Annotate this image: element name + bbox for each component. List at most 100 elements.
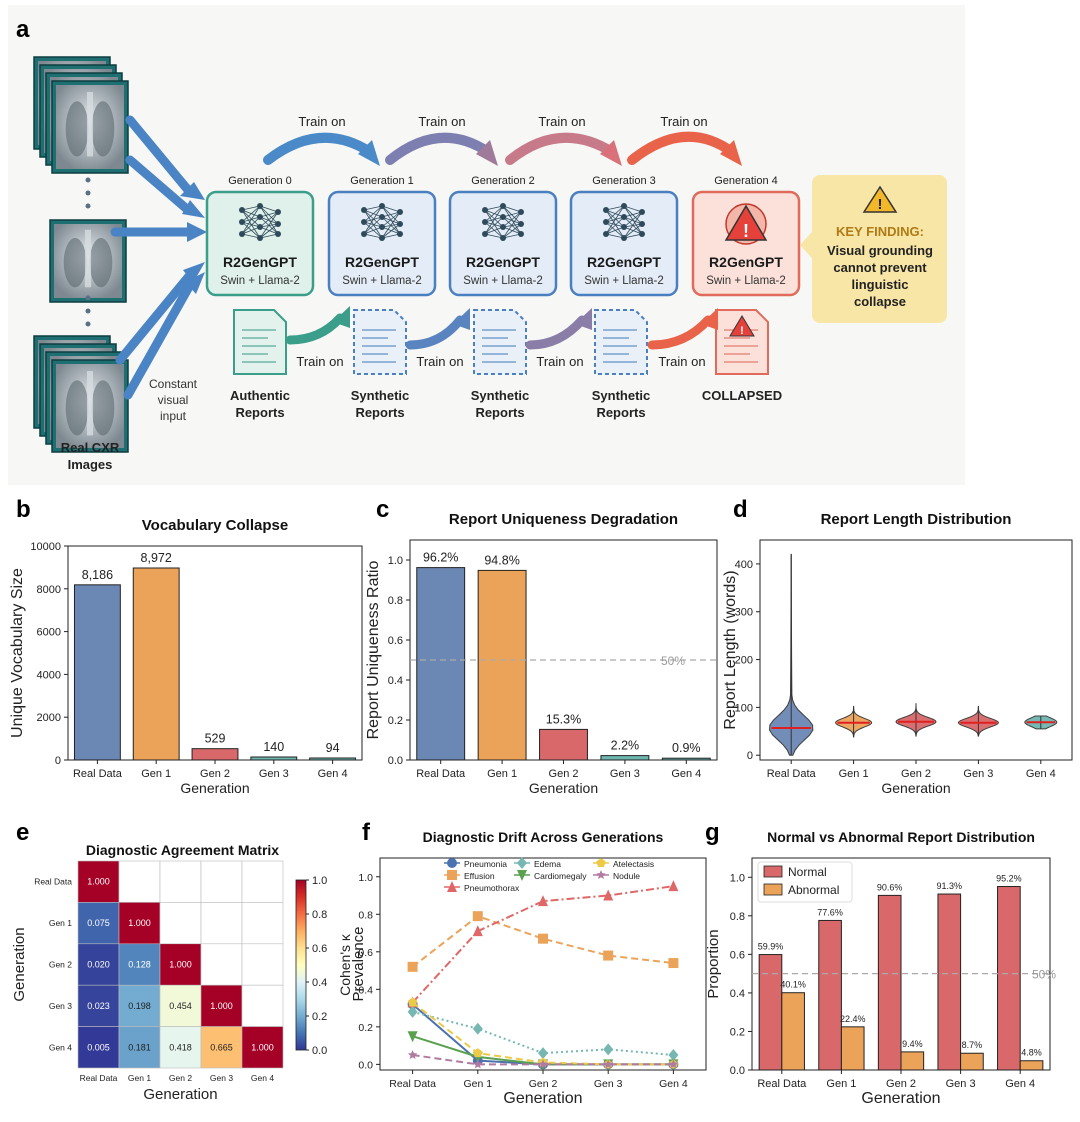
data-point	[447, 858, 457, 868]
data-point	[447, 870, 457, 880]
nn-link	[502, 205, 522, 213]
nn-link	[484, 233, 504, 239]
data-point	[603, 1059, 613, 1069]
heatmap-cell	[241, 984, 284, 1027]
nn-link	[363, 205, 383, 235]
nn-link	[623, 223, 643, 239]
input-arrowheads	[180, 182, 207, 294]
y-tick-label: 100	[735, 702, 753, 714]
colorbar-tick-label: 0.6	[312, 943, 327, 955]
xray-spine	[86, 371, 94, 436]
data-point	[407, 1049, 418, 1060]
heatmap-cell	[77, 984, 120, 1027]
legend-label: Cardiomegaly	[534, 871, 587, 881]
nn-link	[363, 209, 383, 239]
top-train-arrows	[263, 131, 737, 165]
bar-value-label: 90.6%	[877, 882, 903, 892]
bar-normal	[818, 919, 842, 1071]
heatmap-cell-label: 1.000	[87, 877, 110, 887]
generation-box-frame	[569, 190, 679, 297]
data-point	[407, 961, 418, 972]
svg-text:!: !	[878, 196, 883, 213]
data-point	[538, 1059, 548, 1069]
x-tick-label: Gen 2	[529, 1078, 558, 1090]
warning-icon	[724, 204, 768, 241]
bar-value-label: 2.2%	[611, 739, 640, 753]
chart-title: Diagnostic Agreement Matrix	[86, 842, 279, 858]
nn-link	[363, 209, 383, 228]
x-axis-label: Generation	[881, 780, 950, 796]
heatmap-cell	[118, 860, 161, 903]
heatmap-cell	[241, 902, 284, 945]
nn-node	[379, 214, 385, 220]
input-arrows	[110, 115, 195, 400]
data-point	[668, 958, 679, 969]
bar-abnormal	[1019, 1060, 1044, 1071]
nn-link	[623, 205, 643, 213]
nn-node	[639, 231, 645, 237]
heatmap-cell	[241, 860, 284, 903]
nn-node	[603, 219, 609, 225]
x-tick-label: Gen 4	[1026, 768, 1056, 780]
nn-node	[482, 207, 488, 213]
nn-node	[500, 224, 506, 230]
x-tick-label: Gen 1	[487, 768, 517, 780]
document-icon	[473, 309, 527, 375]
top-train-label-2: Train on	[418, 114, 465, 129]
bar-value-label: 96.2%	[423, 551, 458, 565]
heatmap-cell-label: 1.000	[128, 918, 151, 928]
y-tick-label: 6000	[37, 627, 61, 639]
data-point	[668, 1048, 679, 1061]
nn-link	[502, 205, 522, 225]
bar-normal	[937, 893, 962, 1071]
nn-node	[639, 221, 645, 227]
neural-network-icon	[239, 203, 281, 241]
x-axis-label: Generation	[861, 1090, 940, 1107]
x-tick-label: Gen 4	[659, 1078, 688, 1090]
x-tick-label: Real Data	[757, 1078, 807, 1090]
nn-link	[363, 205, 383, 211]
nn-link	[623, 216, 643, 225]
bar-value-label: 40.1%	[780, 980, 806, 990]
bar-normal	[758, 954, 783, 1071]
bar	[477, 569, 527, 761]
x-axis-label: Generation	[180, 780, 249, 796]
heatmap-cell-label: 1.000	[169, 960, 192, 970]
reference-line-label: 50%	[661, 654, 685, 668]
series-effusion	[407, 911, 679, 972]
heatmap-row-label: Gen 4	[49, 1042, 72, 1052]
heatmap-cell	[159, 1026, 202, 1069]
nn-node	[482, 231, 488, 237]
data-point	[473, 1048, 483, 1058]
y-tick-label: 1.0	[388, 555, 403, 567]
bar	[191, 748, 239, 761]
reference-line-label: 50%	[1032, 968, 1056, 982]
nn-node	[639, 209, 645, 215]
neural-network-icon	[603, 203, 645, 241]
chart-title: Normal vs Abnormal Report Distribution	[767, 829, 1035, 845]
legend-swatch	[763, 865, 783, 878]
data-point	[407, 1005, 418, 1018]
panel-letter-a: a	[16, 16, 30, 43]
model-name: R2GenGPT	[709, 254, 783, 270]
series-nodule	[407, 1049, 679, 1069]
bar-abnormal	[781, 992, 805, 1071]
bar-abnormal	[960, 1052, 984, 1071]
panel-letter-b: b	[16, 496, 31, 523]
report-label-line1: Authentic	[230, 388, 290, 403]
x-tick-label: Gen 3	[963, 768, 993, 780]
warning-icon	[862, 185, 898, 213]
chart-title: Diagnostic Drift Across Generations	[423, 829, 664, 845]
y-tick-label: 0.8	[358, 909, 373, 921]
heatmap-cell	[200, 1026, 243, 1069]
series-line	[411, 915, 674, 968]
heatmap-cell	[118, 902, 161, 945]
x-tick-label: Gen 2	[200, 768, 230, 780]
legend-label: Atelectasis	[613, 859, 654, 869]
model-subtitle: Swin + Llama-2	[220, 275, 300, 287]
heatmap-row-label: Gen 2	[49, 960, 72, 970]
panel-letter-g: g	[705, 819, 720, 846]
nn-link	[259, 205, 279, 225]
heatmap-row-label: Real Data	[34, 877, 72, 887]
